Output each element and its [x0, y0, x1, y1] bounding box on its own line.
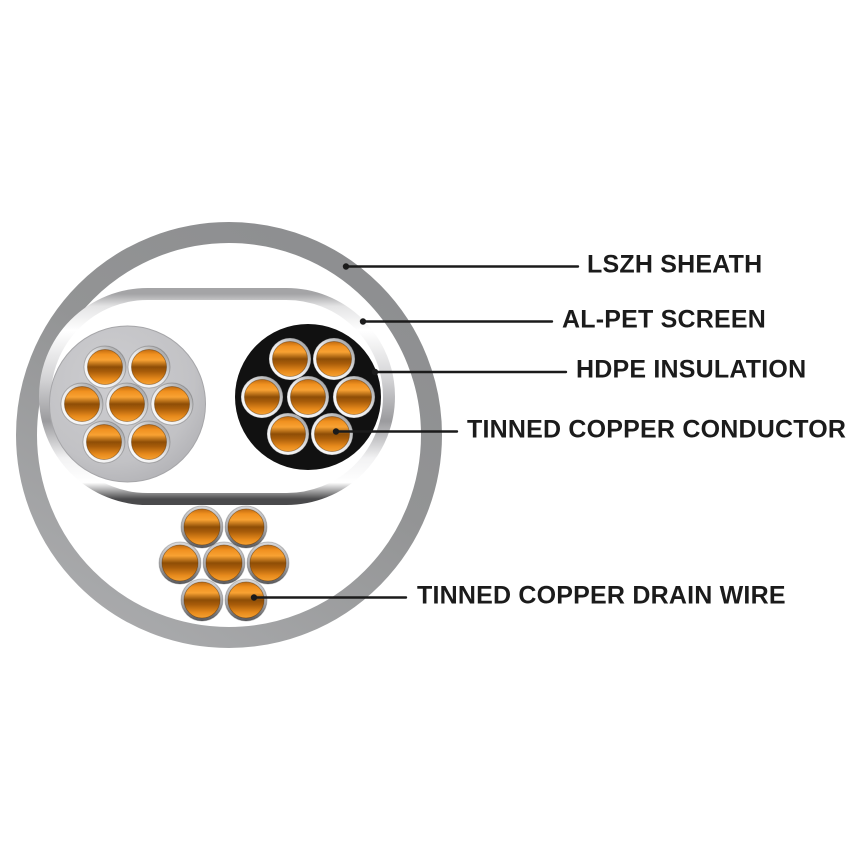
conductor-wire	[127, 345, 171, 389]
label-tinned-copper-drain-wire: TINNED COPPER DRAIN WIRE	[417, 581, 786, 610]
core-left	[49, 325, 206, 483]
core-right	[235, 324, 381, 470]
lszh-sheath-ring	[16, 222, 442, 648]
label-lszh-sheath: LSZH SHEATH	[587, 250, 763, 279]
conductor-wire	[266, 412, 310, 456]
drain-wire	[224, 505, 268, 549]
conductor-wire	[268, 337, 312, 381]
conductor-wire	[82, 420, 126, 464]
drain-wire	[158, 541, 202, 585]
conductor-wire	[312, 337, 356, 381]
conductor-wire	[332, 375, 376, 419]
label-al-pet-screen: AL-PET SCREEN	[562, 305, 767, 334]
label-tinned-copper-conductor: TINNED COPPER CONDUCTOR	[467, 415, 847, 444]
conductor-wire	[286, 375, 330, 419]
conductor-wire	[150, 382, 194, 426]
conductor-wire	[240, 375, 284, 419]
conductor-wire	[83, 345, 127, 389]
drain-wire	[202, 541, 246, 585]
conductor-wire	[105, 382, 149, 426]
drain-wire-bundle	[158, 505, 290, 622]
conductor-wire	[60, 382, 104, 426]
drain-wire	[180, 505, 224, 549]
label-hdpe-insulation: HDPE INSULATION	[576, 355, 807, 384]
conductor-wire	[127, 420, 171, 464]
conductor-wire	[310, 412, 354, 456]
drain-wire	[224, 578, 268, 622]
drain-wire	[246, 541, 290, 585]
drain-wire	[180, 578, 224, 622]
